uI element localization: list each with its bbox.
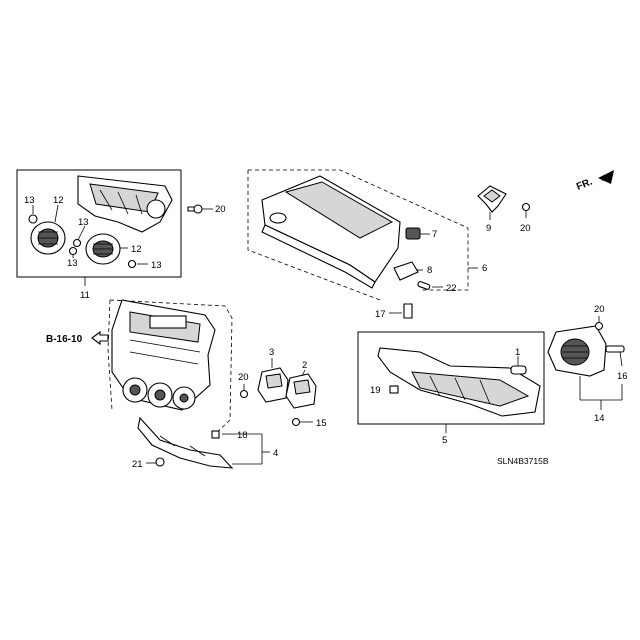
callout-21: 21	[132, 459, 143, 470]
under-cover[interactable]	[377, 347, 541, 417]
callout-5: 5	[442, 435, 447, 446]
screw-20-a	[187, 204, 203, 214]
side-vent[interactable]	[547, 325, 607, 377]
group-5-box	[357, 331, 545, 433]
callout-20: 20	[215, 204, 226, 215]
reference-label: B-16-10	[46, 334, 83, 345]
callout-22: 22	[446, 283, 457, 294]
bracket-9[interactable]	[477, 185, 507, 213]
switch-2[interactable]	[285, 373, 317, 409]
clip-19[interactable]	[389, 385, 399, 394]
clip-13-b	[72, 238, 82, 248]
knob-16[interactable]	[605, 345, 625, 367]
bracket-14	[579, 376, 623, 410]
center-vent-housing[interactable]	[77, 175, 173, 233]
direction-label: FR.	[575, 176, 594, 192]
hinge-17[interactable]	[403, 303, 413, 319]
group-11-frame	[16, 169, 182, 278]
clip-18	[211, 430, 220, 439]
screw-15	[291, 417, 313, 427]
callout-4: 4	[273, 448, 278, 459]
air-vent-left[interactable]	[30, 221, 66, 255]
clip-13-c	[68, 246, 78, 256]
diagram-code: SLN4B3715B	[497, 456, 549, 466]
front-arrow-icon	[598, 170, 614, 184]
callout-17: 17	[375, 309, 386, 320]
callout-19: 19	[370, 385, 381, 396]
callout-18: 18	[237, 430, 248, 441]
callout-12: 12	[53, 195, 64, 206]
callout-9: 9	[486, 223, 491, 234]
callout-20: 20	[520, 223, 531, 234]
callout-13: 13	[78, 217, 89, 228]
callout-15: 15	[316, 418, 327, 429]
callout-6: 6	[482, 263, 487, 274]
group-5-frame	[357, 331, 545, 425]
callout-13: 13	[151, 260, 162, 271]
callout-2: 2	[302, 360, 307, 371]
lower-trim-4[interactable]	[137, 416, 234, 469]
callout-7: 7	[432, 229, 437, 240]
group-6-dashed-outline	[247, 169, 478, 301]
clip-1[interactable]	[510, 365, 527, 375]
callout-13: 13	[24, 195, 35, 206]
switch-3[interactable]	[257, 367, 289, 403]
glove-box[interactable]	[261, 175, 401, 289]
screw-20-c	[521, 202, 531, 218]
screw-20-b	[239, 384, 249, 399]
callout-20: 20	[238, 372, 249, 383]
air-vent-right[interactable]	[85, 233, 121, 265]
callout-14: 14	[594, 413, 605, 424]
callout-13: 13	[67, 258, 78, 269]
callout-1: 1	[515, 347, 520, 358]
stopper-8[interactable]	[393, 261, 419, 281]
callout-16: 16	[617, 371, 628, 382]
callout-11: 11	[80, 290, 90, 301]
screw-21	[146, 457, 165, 467]
callout-12: 12	[131, 244, 142, 255]
screw-20-d	[594, 316, 604, 331]
callout-8: 8	[427, 265, 432, 276]
group-11-box	[16, 169, 182, 286]
callout-20: 20	[594, 304, 605, 315]
center-panel[interactable]	[111, 299, 216, 411]
clip-13-a	[28, 214, 38, 224]
cushion-22[interactable]	[417, 281, 431, 290]
reference-arrow-icon	[91, 330, 109, 346]
bracket-4	[232, 433, 270, 465]
latch-7[interactable]	[405, 227, 421, 240]
center-panel-dashed-outline	[107, 299, 233, 438]
callout-3: 3	[269, 347, 274, 358]
clip-13-d	[127, 259, 137, 269]
